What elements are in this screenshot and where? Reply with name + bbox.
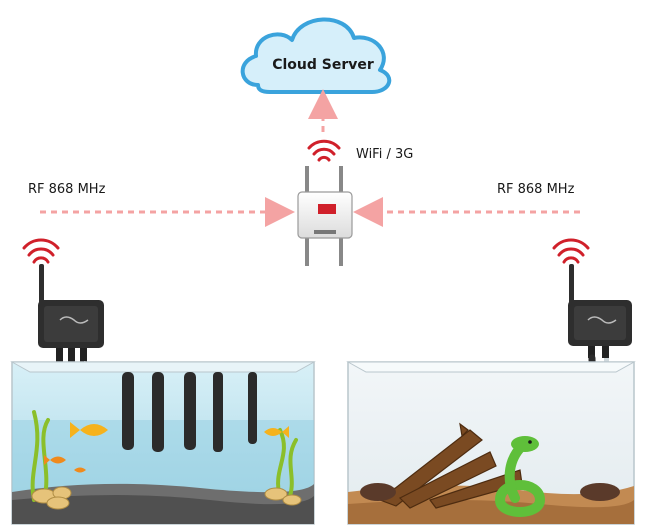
connection-arrows (40, 89, 580, 227)
cloud-icon (240, 17, 392, 94)
right-wifi-signal-icon (552, 238, 590, 264)
cloud-label: Cloud Server (272, 57, 374, 73)
wifi-link-label: WiFi / 3G (356, 147, 413, 162)
driftwood (378, 422, 523, 509)
right-sensor-node (552, 238, 632, 424)
left-rf-link-label: RF 868 MHz (28, 182, 106, 197)
left-wifi-signal-icon (22, 238, 60, 264)
probes (122, 372, 257, 452)
right-rf-link-label: RF 868 MHz (497, 182, 575, 197)
gateway: WiFi / 3G (297, 139, 413, 266)
gateway-wifi-signal-icon (307, 139, 341, 162)
left-sensor-node-icon (38, 300, 104, 362)
gateway-router-icon (297, 166, 353, 266)
fish-icon (44, 422, 289, 473)
rocks (360, 483, 620, 501)
left-antenna (39, 264, 44, 312)
aquarium-tank (10, 361, 316, 525)
snake-icon (494, 436, 546, 517)
right-sensor-node-icon (568, 300, 632, 358)
cloud-server: Cloud Server (240, 17, 392, 94)
terrarium-tank (346, 361, 636, 525)
stones (31, 486, 302, 510)
